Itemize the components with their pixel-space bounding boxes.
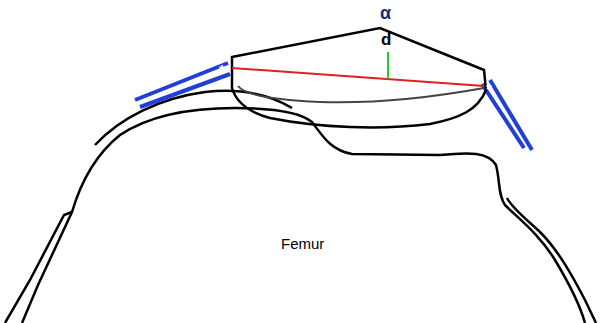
trochlea-outline: [95, 91, 292, 145]
width-line: [232, 68, 484, 86]
femur-cortex-line: [5, 212, 72, 323]
femur-cortex-line: [507, 198, 596, 323]
ligament: [490, 80, 532, 150]
angle-label: α: [380, 4, 391, 22]
ligament: [140, 74, 230, 107]
patella-outline: [232, 28, 486, 127]
femur-outline: [22, 108, 585, 323]
attachment-marker: *: [486, 81, 492, 96]
articular-line: [238, 86, 484, 102]
depth-line: [387, 52, 389, 79]
attachment-marker: *: [219, 62, 225, 77]
bone-label: Femur: [281, 236, 324, 251]
distance-label: d: [381, 31, 391, 48]
